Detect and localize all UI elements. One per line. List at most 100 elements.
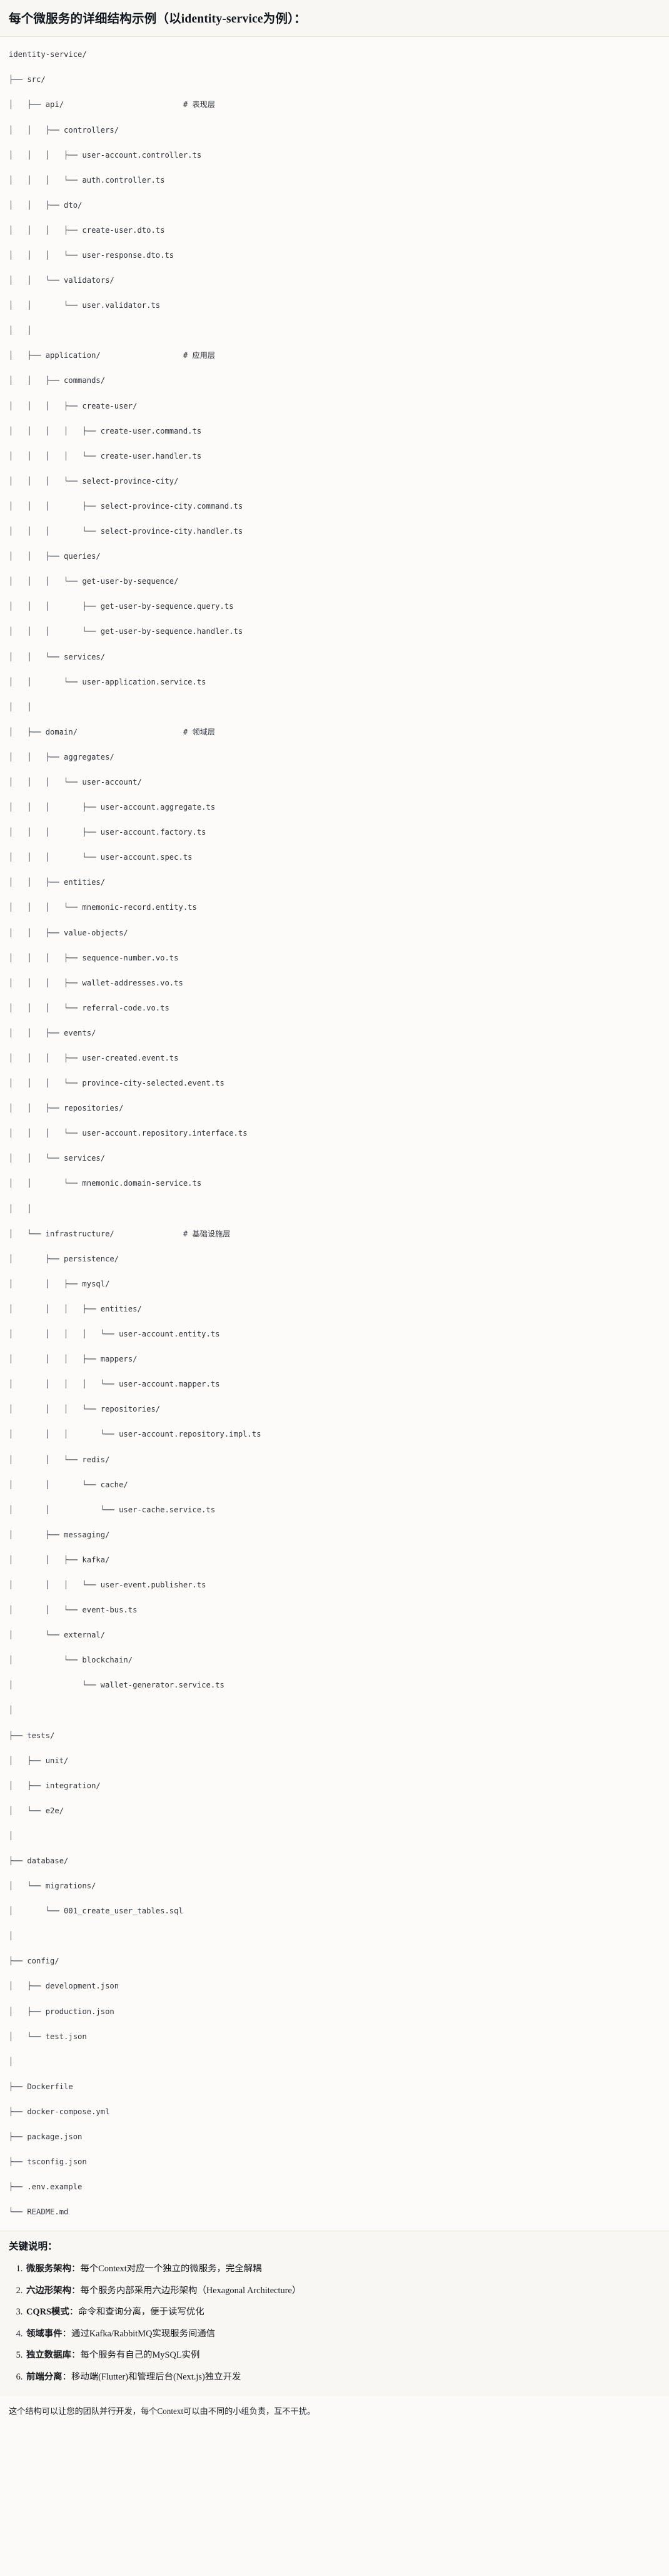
tree-line: │ │ │ ├── create-user/ [9,401,138,410]
tree-line: │ ├── api/ # 表现层 [9,100,216,109]
key-note-item: 领域事件：通过Kafka/RabbitMQ实现服务间通信 [25,2328,660,2341]
tree-line: │ │ ├── controllers/ [9,125,119,135]
tree-line: │ │ │ └── mnemonic-record.entity.ts [9,903,197,912]
tree-line: │ │ │ └── select-province-city/ [9,476,179,486]
tree-line: │ │ [9,326,32,335]
tree-line: │ │ │ └── user-account.repository.impl.t… [9,1430,261,1439]
tree-line: │ │ ├── mysql/ [9,1279,110,1288]
key-note-term: 六边形架构 [26,2285,71,2296]
tree-line: │ │ └── cache/ [9,1480,128,1489]
tree-line: │ │ ├── commands/ [9,376,106,385]
key-note-term: 领域事件 [26,2328,63,2339]
tree-line: │ │ │ ├── mappers/ [9,1355,138,1364]
tree-line: ├── database/ [9,1856,69,1865]
closing-paragraph: 这个结构可以让您的团队并行开发，每个Context可以由不同的小组负责，互不干扰… [0,2395,669,2428]
tree-line: │ └── test.json [9,2032,87,2041]
tree-line: │ ├── application/ # 应用层 [9,351,216,360]
tree-line: │ │ │ │ ├── create-user.command.ts [9,426,202,435]
directory-tree-body: identity-service/ ├── src/ │ ├── api/ # … [9,48,660,2218]
key-note-item: 独立数据库：每个服务有自己的MySQL实例 [25,2349,660,2363]
tree-line: │ │ │ └── get-user-by-sequence/ [9,577,179,586]
tree-line: │ │ ├── aggregates/ [9,752,114,761]
tree-line: │ │ └── mnemonic.domain-service.ts [9,1179,202,1188]
tree-line: │ └── infrastructure/ # 基础设施层 [9,1229,231,1238]
key-notes-list: 微服务架构：每个Context对应一个独立的微服务，完全解耦六边形架构：每个服务… [9,2263,660,2385]
tree-line: │ │ │ └── user-response.dto.ts [9,251,174,260]
key-notes-section: 关键说明： 微服务架构：每个Context对应一个独立的微服务，完全解耦六边形架… [0,2231,669,2396]
key-note-term: CQRS模式 [26,2307,69,2318]
tree-line: │ ├── production.json [9,2007,114,2016]
tree-line: ├── src/ [9,75,46,84]
tree-line: │ [9,1932,14,1941]
tree-line: │ ├── integration/ [9,1781,101,1790]
tree-line: ├── tests/ [9,1731,55,1740]
tree-line: │ │ │ │ └── create-user.handler.ts [9,451,202,461]
key-note-term: 独立数据库 [26,2350,71,2361]
key-notes-title: 关键说明： [9,2241,58,2253]
tree-line: ├── tsconfig.json [9,2157,87,2167]
tree-line: │ │ ├── repositories/ [9,1104,124,1113]
tree-line: │ │ ├── events/ [9,1028,96,1037]
key-note-item: CQRS模式：命令和查询分离，便于读写优化 [25,2306,660,2319]
divider-top [0,36,669,38]
tree-line: │ │ └── services/ [9,652,106,661]
tree-line: │ └── e2e/ [9,1806,64,1815]
tree-line: │ │ ├── dto/ [9,200,83,210]
tree-line: │ │ │ └── user-account.spec.ts [9,853,193,862]
key-note-desc: ：每个服务内部采用六边形架构（Hexagonal Architecture） [71,2285,301,2296]
key-note-desc: ：移动端(Flutter)和管理后台(Next.js)独立开发 [62,2372,241,2383]
tree-line-comment: # 应用层 [183,351,216,360]
tree-line: │ │ └── redis/ [9,1455,110,1464]
tree-line: │ │ │ └── get-user-by-sequence.handler.t… [9,627,243,636]
key-note-desc: ：每个Context对应一个独立的微服务，完全解耦 [71,2264,262,2274]
tree-line: │ └── migrations/ [9,1881,96,1891]
tree-line: │ │ │ ├── wallet-addresses.vo.ts [9,978,183,987]
key-note-item: 前端分离：移动端(Flutter)和管理后台(Next.js)独立开发 [25,2371,660,2385]
tree-line: │ │ ├── queries/ [9,552,101,561]
tree-line: │ │ ├── entities/ [9,878,106,887]
tree-line: │ │ │ ├── create-user.dto.ts [9,225,165,235]
tree-line: │ │ │ ├── user-account.factory.ts [9,828,206,837]
tree-line: │ │ │ │ └── user-account.entity.ts [9,1330,220,1339]
directory-tree: identity-service/ ├── src/ │ ├── api/ # … [9,48,660,2218]
key-note-desc: ：每个服务有自己的MySQL实例 [71,2350,200,2361]
tree-line: │ [9,2057,14,2066]
tree-line: │ │ │ └── user-account/ [9,777,142,787]
tree-line: identity-service/ [9,50,87,59]
tree-line: └── README.md [9,2207,69,2217]
tree-line: │ └── external/ [9,1631,106,1640]
tree-line: │ │ │ ├── user-account.controller.ts [9,150,202,160]
tree-line: │ │ │ ├── entities/ [9,1304,142,1313]
tree-line: ├── .env.example [9,2182,83,2192]
tree-line: │ │ │ └── province-city-selected.event.t… [9,1079,224,1088]
tree-line-comment: # 基础设施层 [183,1229,231,1238]
tree-line: │ ├── unit/ [9,1756,69,1765]
tree-line: │ │ └── user.validator.ts [9,301,161,310]
tree-line: │ └── wallet-generator.service.ts [9,1681,224,1690]
tree-line: │ │ │ ├── user-created.event.ts [9,1054,179,1062]
tree-line: │ ├── development.json [9,1982,119,1991]
key-note-desc: ：通过Kafka/RabbitMQ实现服务间通信 [62,2328,216,2339]
tree-line: │ │ ├── kafka/ [9,1555,110,1564]
tree-line: │ │ │ └── referral-code.vo.ts [9,1003,169,1012]
tree-line: │ ├── messaging/ [9,1530,110,1539]
tree-line: │ │ ├── value-objects/ [9,928,128,937]
tree-line: │ │ [9,702,32,711]
tree-line: │ │ │ └── user-account.repository.interf… [9,1129,248,1138]
tree-line: │ └── blockchain/ [9,1656,133,1665]
tree-line: │ │ │ └── user-event.publisher.ts [9,1580,206,1589]
tree-line: ├── Dockerfile [9,2082,73,2091]
tree-line: │ │ └── services/ [9,1154,106,1163]
key-note-item: 微服务架构：每个Context对应一个独立的微服务，完全解耦 [25,2263,660,2276]
tree-line: │ │ │ └── auth.controller.ts [9,175,165,185]
key-note-desc: ：命令和查询分离，便于读写优化 [69,2307,204,2318]
document-page: 每个微服务的详细结构示例（以identity-service为例）： ident… [0,0,669,2428]
tree-line-comment: # 表现层 [183,100,216,109]
tree-line: │ │ └── user-cache.service.ts [9,1505,216,1514]
tree-line: │ │ └── user-application.service.ts [9,677,206,686]
tree-line: ├── config/ [9,1957,59,1966]
tree-line: │ │ │ ├── select-province-city.command.t… [9,501,243,511]
tree-line: │ │ └── validators/ [9,276,114,285]
tree-line: │ ├── domain/ # 领域层 [9,727,216,736]
page-title: 每个微服务的详细结构示例（以identity-service为例）： [0,0,669,37]
